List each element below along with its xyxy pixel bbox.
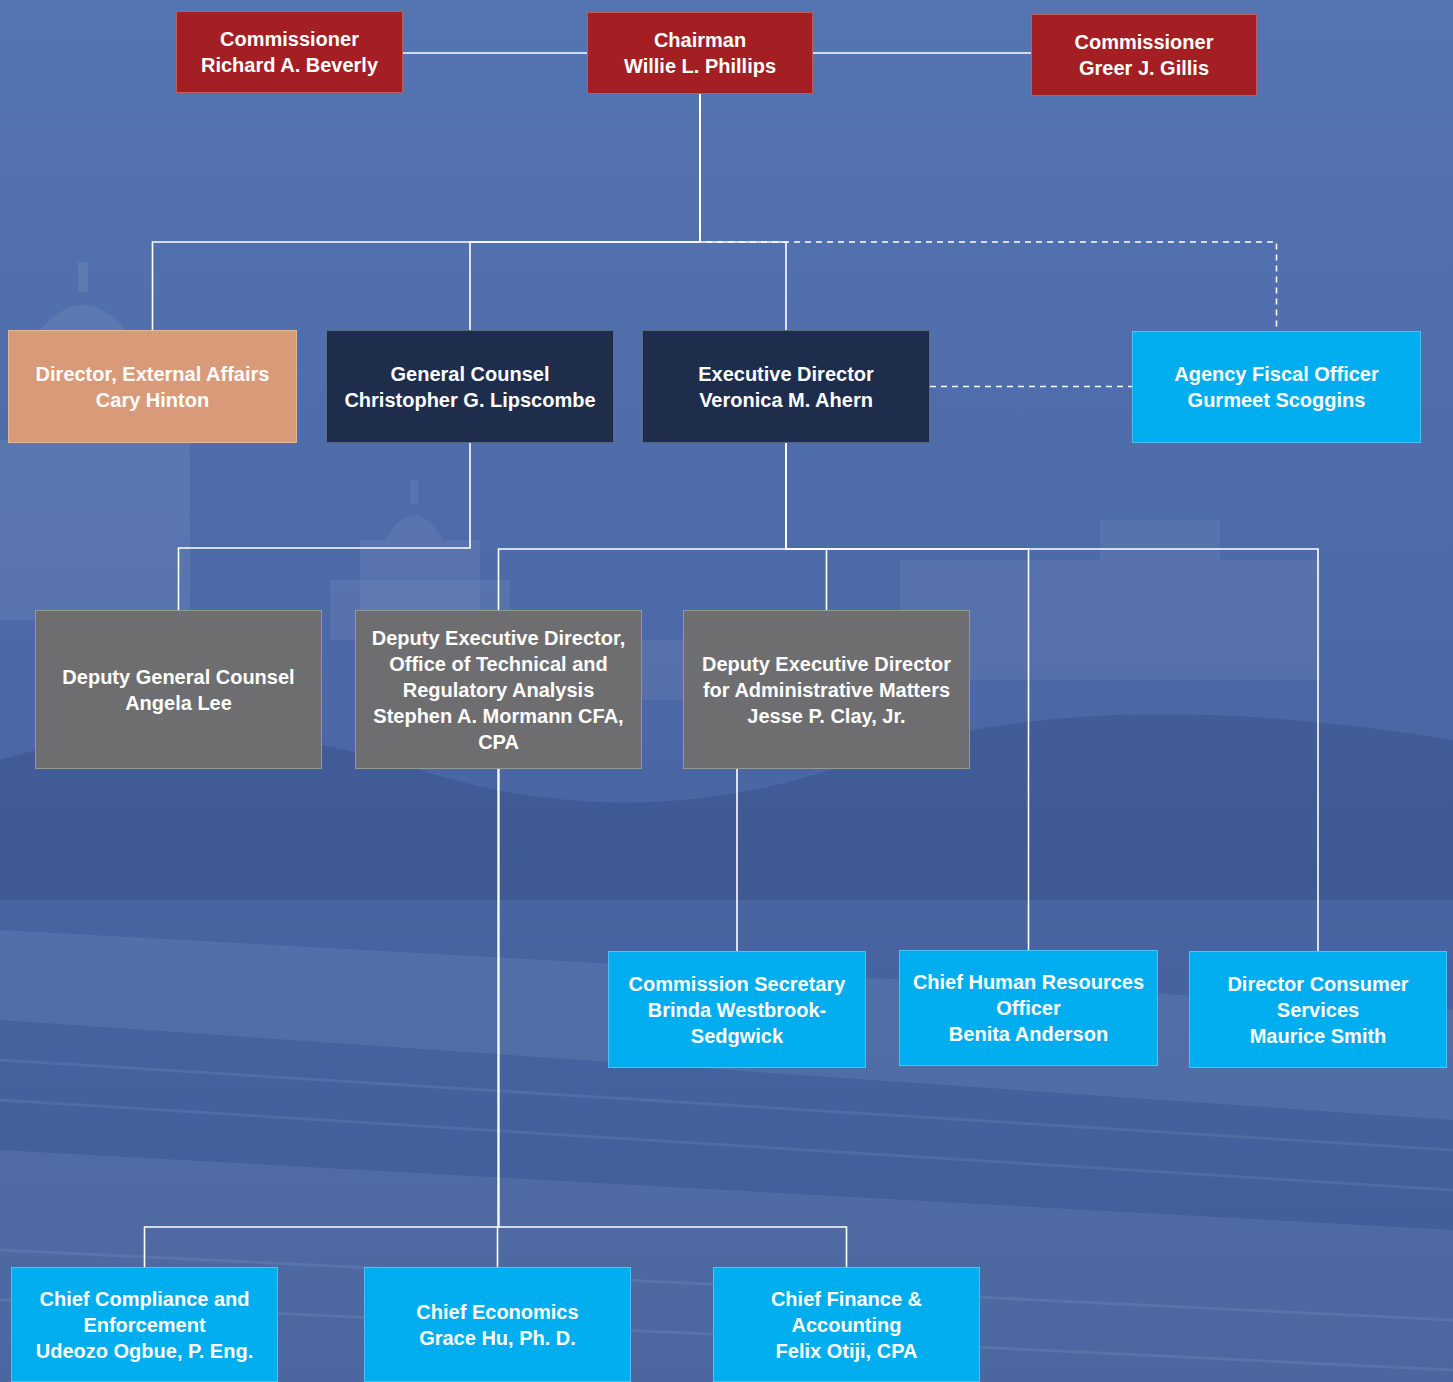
person-name: Stephen A. Mormann CFA, CPA <box>364 703 633 755</box>
role-title: Chairman <box>596 27 804 53</box>
person-name: Richard A. Beverly <box>185 52 394 78</box>
org-box: CommissionerRichard A. Beverly <box>176 11 403 93</box>
org-box: Executive DirectorVeronica M. Ahern <box>642 330 930 443</box>
person-name: Willie L. Phillips <box>596 53 804 79</box>
org-box: Chief Finance & AccountingFelix Otiji, C… <box>713 1267 980 1382</box>
person-name: Veronica M. Ahern <box>651 387 921 413</box>
org-box: Director Consumer ServicesMaurice Smith <box>1189 951 1447 1068</box>
person-name: Cary Hinton <box>17 387 288 413</box>
role-title: Deputy Executive Director for Administra… <box>692 651 961 703</box>
org-box: Agency Fiscal OfficerGurmeet Scoggins <box>1132 331 1421 443</box>
person-name: Jesse P. Clay, Jr. <box>692 703 961 729</box>
role-title: Chief Economics <box>373 1299 622 1325</box>
person-name: Udeozo Ogbue, P. Eng. <box>20 1338 269 1364</box>
org-box: ChairmanWillie L. Phillips <box>587 12 813 94</box>
person-name: Grace Hu, Ph. D. <box>373 1325 622 1351</box>
org-connector <box>786 443 827 610</box>
org-box: Commission SecretaryBrinda Westbrook-Sed… <box>608 951 866 1068</box>
role-title: Director Consumer Services <box>1198 971 1438 1023</box>
role-title: Deputy General Counsel <box>44 664 313 690</box>
role-title: Commissioner <box>1040 29 1248 55</box>
org-connector <box>403 52 587 54</box>
org-connector <box>930 386 1132 388</box>
role-title: General Counsel <box>335 361 605 387</box>
role-title: Deputy Executive Director, Office of Tec… <box>364 625 633 703</box>
org-box: CommissionerGreer J. Gillis <box>1031 14 1257 96</box>
person-name: Christopher G. Lipscombe <box>335 387 605 413</box>
person-name: Greer J. Gillis <box>1040 55 1248 81</box>
rooftops <box>0 930 1453 1382</box>
person-name: Brinda Westbrook-Sedgwick <box>617 997 857 1049</box>
org-box: Chief EconomicsGrace Hu, Ph. D. <box>364 1267 631 1382</box>
role-title: Chief Finance & Accounting <box>722 1286 971 1338</box>
org-connector <box>153 94 701 330</box>
org-connector <box>499 443 787 610</box>
role-title: Director, External Affairs <box>17 361 288 387</box>
org-connector <box>470 94 700 330</box>
role-title: Commissioner <box>185 26 394 52</box>
org-box: Deputy Executive Director for Administra… <box>683 610 970 769</box>
org-connector <box>700 94 1277 331</box>
person-name: Gurmeet Scoggins <box>1141 387 1412 413</box>
org-connector <box>813 52 1031 54</box>
org-box: General CounselChristopher G. Lipscombe <box>326 330 614 443</box>
org-box: Chief Compliance and EnforcementUdeozo O… <box>11 1267 278 1382</box>
org-connector <box>700 94 786 330</box>
role-title: Chief Human Resources Officer <box>908 969 1149 1021</box>
org-box: Deputy Executive Director, Office of Tec… <box>355 610 642 769</box>
role-title: Agency Fiscal Officer <box>1141 361 1412 387</box>
org-connector <box>145 769 499 1267</box>
org-box: Chief Human Resources OfficerBenita Ande… <box>899 950 1158 1066</box>
person-name: Benita Anderson <box>908 1021 1149 1047</box>
role-title: Chief Compliance and Enforcement <box>20 1286 269 1338</box>
role-title: Executive Director <box>651 361 921 387</box>
person-name: Maurice Smith <box>1198 1023 1438 1049</box>
person-name: Felix Otiji, CPA <box>722 1338 971 1364</box>
org-box: Director, External AffairsCary Hinton <box>8 330 297 443</box>
org-connector <box>736 769 738 951</box>
role-title: Commission Secretary <box>617 971 857 997</box>
org-box: Deputy General CounselAngela Lee <box>35 610 322 769</box>
org-connector <box>179 443 471 610</box>
person-name: Angela Lee <box>44 690 313 716</box>
